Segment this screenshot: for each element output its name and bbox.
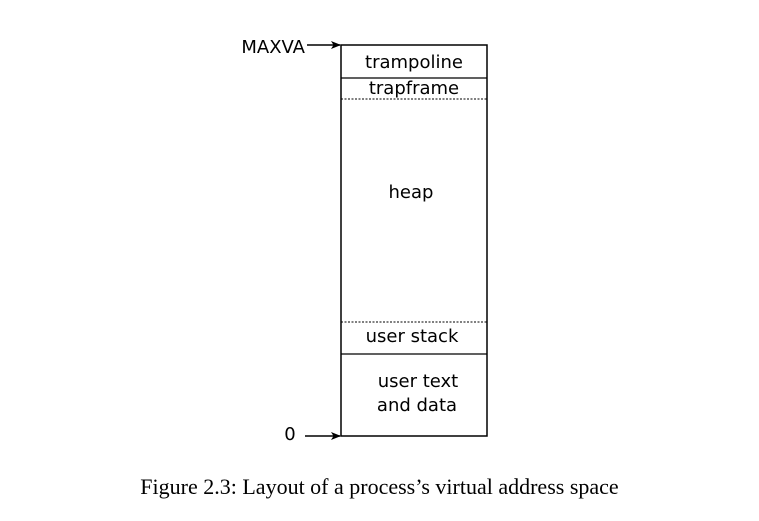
figure-caption-text: Layout of a process’s virtual address sp… [242, 474, 619, 499]
segment-label-user-stack: user stack [366, 326, 459, 347]
address-space-box [340, 44, 488, 437]
marker-label-zero: 0 [284, 424, 295, 445]
figure-caption: Figure 2.3: Layout of a process’s virtua… [0, 474, 759, 500]
segment-label-heap: heap [389, 182, 434, 203]
figure-caption-label: Figure 2.3: [140, 474, 237, 499]
segment-label-user-text-line1: user text [378, 371, 459, 392]
marker-label-maxva: MAXVA [241, 37, 305, 58]
segment-label-user-text-line2: and data [377, 395, 457, 416]
segment-label-trampoline: trampoline [365, 52, 463, 73]
segment-label-trapframe: trapframe [369, 78, 459, 99]
